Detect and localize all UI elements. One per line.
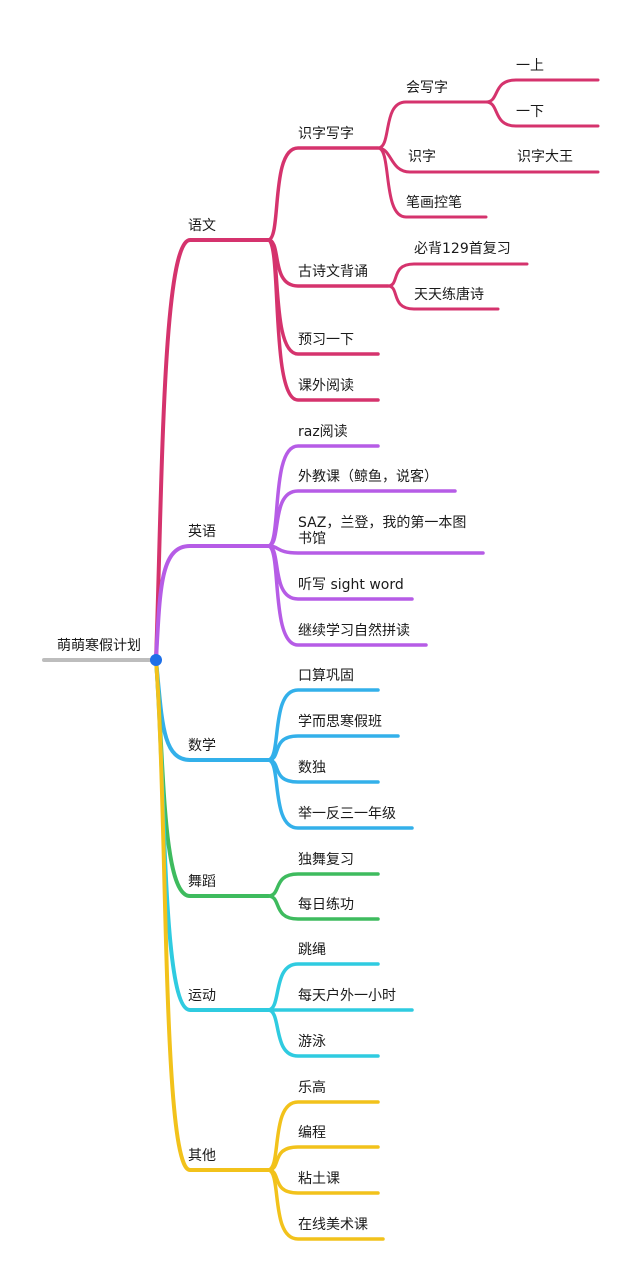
node-huixiezi[interactable]: 会写字 [406,80,448,96]
root-node[interactable]: 萌萌寒假计划 [57,637,141,654]
node-shizidawang[interactable]: 识字大王 [517,149,573,165]
node-juyi[interactable]: 举一反三一年级 [298,806,396,822]
edge-qita-meishu [266,1168,385,1241]
edge-yundong-youyong [266,1008,380,1058]
node-tiaosheng[interactable]: 跳绳 [298,942,326,958]
edge-wudao-duwu [266,872,380,898]
node-yuxi[interactable]: 预习一下 [298,332,354,348]
node-tiantian[interactable]: 天天练唐诗 [414,286,484,303]
edge-shizi-xiezi-bihua [376,146,488,219]
edge-shuxue-kousuan [266,688,380,762]
edge-root-yuwen [154,238,270,662]
node-yingyu[interactable]: 英语 [188,523,216,540]
edge-wudao-meiri [266,894,380,921]
edge-yuwen-shizi-xiezi [266,146,380,242]
edge-yuwen-kewai [266,238,380,402]
branch-yingyu-edges [154,444,485,662]
node-meiri[interactable]: 每日练功 [298,897,354,913]
edge-yingyu-pindu [266,544,428,647]
node-shizi[interactable]: 识字 [408,149,436,165]
node-legao[interactable]: 乐高 [298,1079,326,1096]
edge-shuxue-juyi [266,758,414,830]
branch-shuxue-edges [154,658,414,830]
node-shudu[interactable]: 数独 [298,760,326,776]
node-yuwen[interactable]: 语文 [188,218,216,234]
edge-yingyu-waijiao [266,489,457,548]
node-xueersi[interactable]: 学而思寒假班 [298,713,382,730]
branch-yuwen-edges [154,78,600,662]
node-tingxie[interactable]: 听写 sight word [298,577,404,593]
branch-yundong-edges [154,658,414,1058]
edge-qita-legao [266,1100,380,1172]
node-gushiwen[interactable]: 古诗文背诵 [298,264,368,280]
edge-gushiwen-tiantian [386,284,500,311]
edge-huixiezi-yixia [484,100,600,128]
node-raz[interactable]: raz阅读 [298,423,348,440]
edge-yundong-tiaosheng [266,962,380,1012]
node-yishang[interactable]: 一上 [516,58,544,74]
node-wudao[interactable]: 舞蹈 [188,874,216,890]
node-duwu[interactable]: 独舞复习 [298,851,354,868]
node-kewai[interactable]: 课外阅读 [298,377,354,394]
node-shizi-xiezi[interactable]: 识字写字 [298,126,354,142]
node-biancheng[interactable]: 编程 [298,1125,326,1141]
root-node-dot[interactable] [150,654,162,666]
edge-gushiwen-bibei [386,262,529,288]
node-qita[interactable]: 其他 [188,1148,216,1164]
node-bihua[interactable]: 笔画控笔 [406,195,462,211]
node-niantu[interactable]: 粘土课 [298,1171,340,1187]
node-yundong[interactable]: 运动 [188,988,216,1004]
edge-root-yingyu [154,544,270,662]
node-meishu[interactable]: 在线美术课 [298,1217,368,1233]
edge-yingyu-saz [266,544,485,555]
edge-huixiezi-yishang [484,78,600,104]
node-waijiao[interactable]: 外教课（鲸鱼，说客） [298,468,438,485]
node-pindu[interactable]: 继续学习自然拼读 [298,622,410,639]
node-youyong[interactable]: 游泳 [298,1034,326,1050]
edge-root-wudao [154,658,270,898]
edge-root-yundong [154,658,270,1012]
edge-qita-biancheng [266,1145,380,1172]
branch-qita-edges [154,658,385,1241]
edge-shizi-xiezi-huixiezi [376,100,488,150]
node-bibei[interactable]: 必背129首复习 [414,240,511,257]
node-kousuan[interactable]: 口算巩固 [298,668,354,684]
edge-root-qita [154,658,270,1172]
node-saz-line1[interactable]: SAZ，兰登，我的第一本图 [298,514,466,531]
node-saz-line2[interactable]: 书馆 [298,531,326,547]
node-yixia[interactable]: 一下 [516,104,544,120]
node-shuxue[interactable]: 数学 [188,738,216,754]
edge-shuxue-xueersi [266,734,400,762]
node-huwai[interactable]: 每天户外一小时 [298,987,396,1004]
